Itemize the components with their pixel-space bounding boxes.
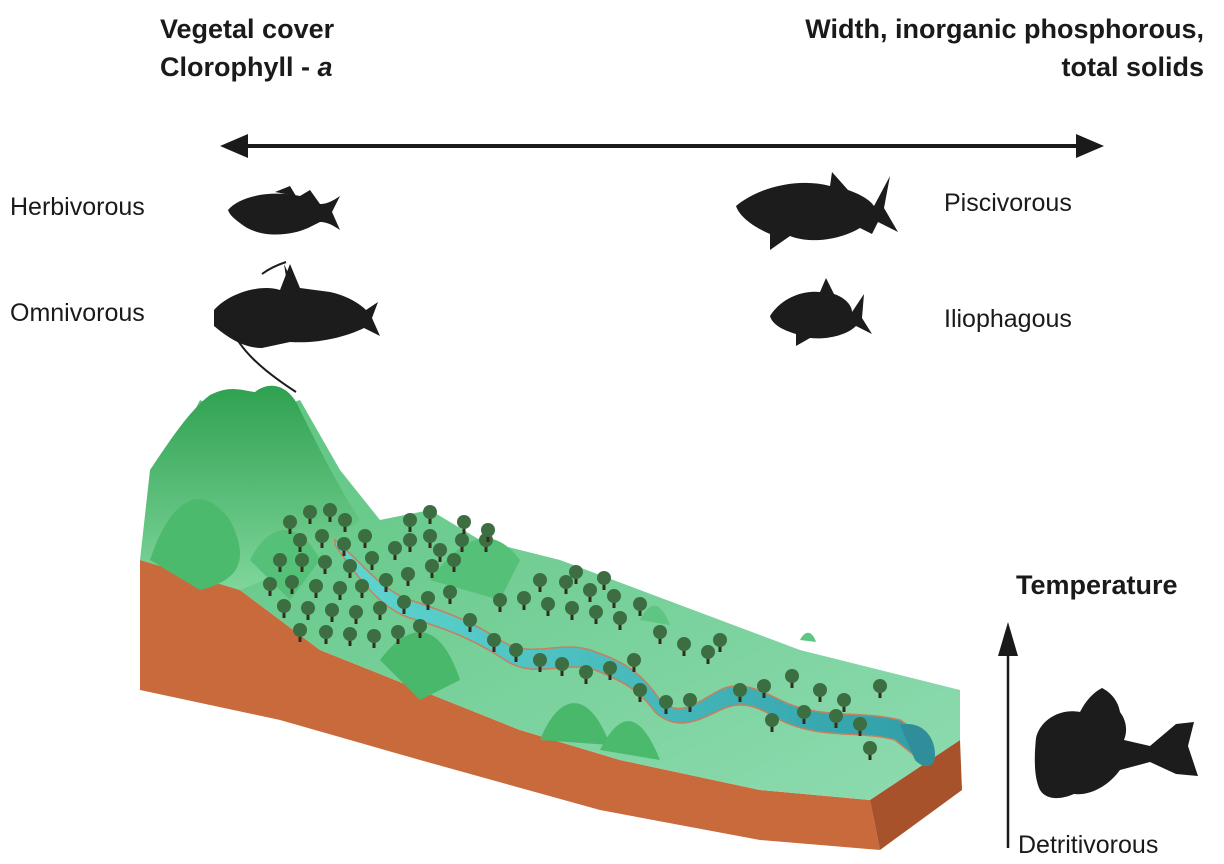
omnivorous-label: Omnivorous [10,298,145,328]
detritivorous-label: Detritivorous [1018,830,1158,860]
iliophagous-fish-icon [770,278,872,346]
temperature-arrow [998,622,1018,848]
herbivorous-fish-icon [228,186,340,235]
gradient-double-arrow [220,134,1104,158]
detritivorous-fish-icon [1035,688,1198,798]
landscape-block [140,386,962,850]
hill-right-2 [800,633,816,642]
omnivorous-fish-icon [214,262,380,392]
temperature-label: Temperature [1016,566,1178,604]
iliophagous-label: Iliophagous [944,304,1072,334]
piscivorous-label: Piscivorous [944,188,1072,218]
herbivorous-label: Herbivorous [10,192,145,222]
piscivorous-fish-icon [736,172,898,250]
